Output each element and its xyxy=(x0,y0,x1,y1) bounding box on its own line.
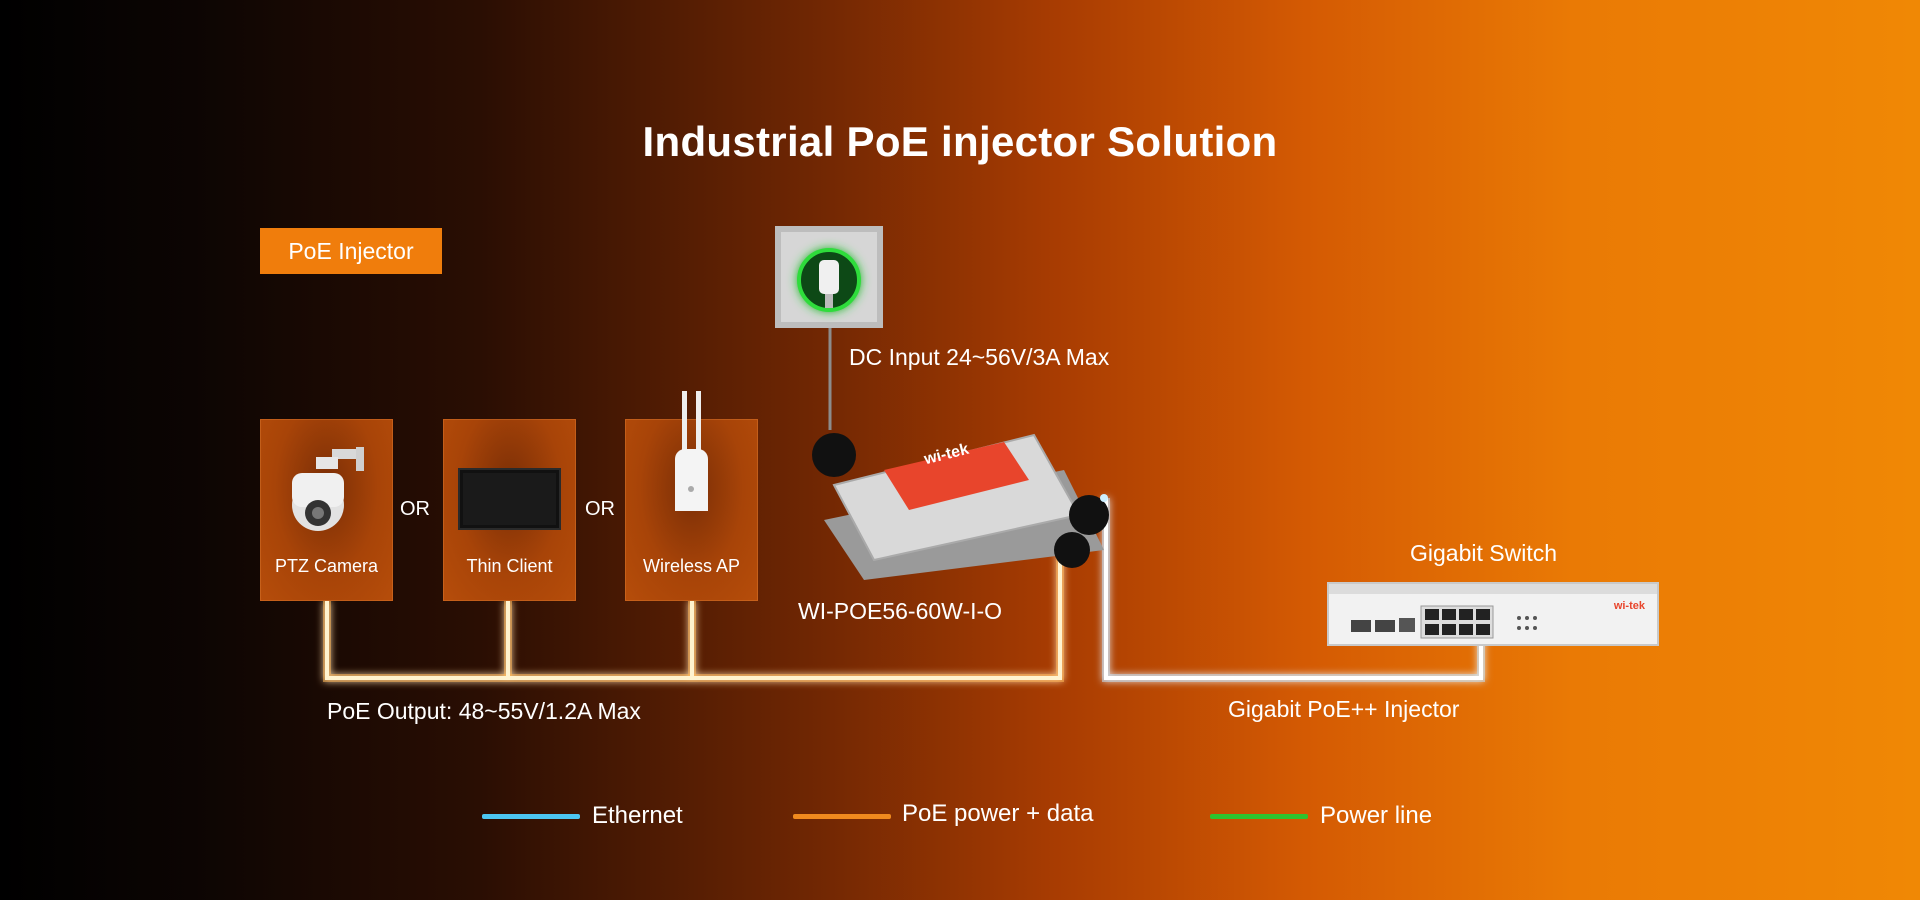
poe-plus-injector-label: Gigabit PoE++ Injector xyxy=(1228,696,1460,722)
device-thin-client: Thin Client xyxy=(443,419,576,601)
wireless-ap-icon xyxy=(675,391,708,511)
device-label-ptz: PTZ Camera xyxy=(274,556,379,576)
power-socket-icon xyxy=(775,226,883,328)
device-ptz-camera: PTZ Camera xyxy=(260,419,393,601)
switch-brand-text: wi-tek xyxy=(1613,600,1645,612)
or-label-1: OR xyxy=(400,498,430,520)
gigabit-switch-label: Gigabit Switch xyxy=(1410,540,1558,566)
page-title: Industrial PoE injector Solution xyxy=(642,118,1278,165)
poe-output-label: PoE Output: 48~55V/1.2A Max xyxy=(327,698,641,724)
poe-line xyxy=(323,537,1064,682)
device-label-thin-client: Thin Client xyxy=(466,556,553,576)
poe-injector-badge: PoE Injector xyxy=(260,228,442,274)
or-label-2: OR xyxy=(585,498,615,520)
injector-model-label: WI-POE56-60W-I-O xyxy=(798,598,1003,624)
legend-label-ethernet: Ethernet xyxy=(592,802,683,829)
device-label-wireless-ap: Wireless AP xyxy=(642,556,741,576)
gigabit-switch-device: wi-tek xyxy=(1327,582,1659,646)
ethernet-line xyxy=(1102,498,1485,682)
poe-injector-device: wi-tek xyxy=(804,410,1114,580)
legend-swatch-power xyxy=(1210,814,1308,819)
ptz-camera-icon xyxy=(292,447,364,531)
legend-swatch-ethernet xyxy=(482,814,580,819)
thin-client-icon xyxy=(458,468,561,530)
device-wireless-ap: Wireless AP xyxy=(625,391,758,601)
legend-swatch-poe xyxy=(793,814,891,819)
legend-label-power: Power line xyxy=(1320,802,1433,829)
dc-input-label: DC Input 24~56V/3A Max xyxy=(849,344,1110,370)
legend-label-poe: PoE power + data xyxy=(902,800,1094,827)
